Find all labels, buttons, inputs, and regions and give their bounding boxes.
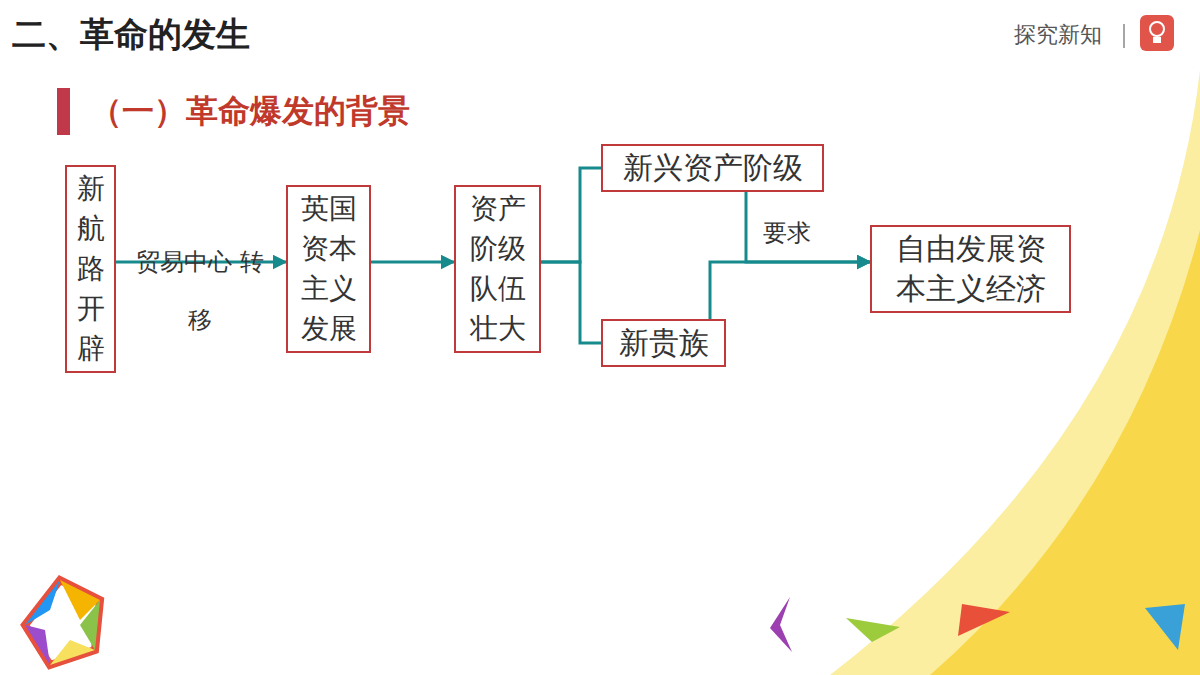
node-label: 新航路开辟 — [67, 169, 114, 369]
node-label: 新贵族 — [619, 323, 709, 363]
subtitle-bar — [57, 88, 70, 135]
header-tag: 探究新知 — [1014, 20, 1102, 50]
bulb-glass — [1150, 22, 1164, 36]
flow-arrow — [710, 262, 870, 319]
bulb-base — [1153, 37, 1161, 43]
flow-arrow — [371, 261, 454, 264]
edge-label: 要求 — [747, 216, 827, 250]
node-label: 自由发展资本主义经济 — [892, 229, 1049, 309]
process-box: 新贵族 — [601, 319, 726, 367]
red-triangle — [958, 604, 1010, 636]
section-subtitle: （一）革命爆发的背景 — [90, 90, 410, 134]
logo-ring — [25, 580, 100, 665]
edge-label: 贸易中心 转移 — [135, 233, 265, 349]
process-box: 资产阶级队伍壮大 — [454, 185, 541, 353]
node-label: 英国资本主义发展 — [288, 189, 369, 349]
flow-arrow — [746, 192, 870, 262]
process-box: 新航路开辟 — [65, 165, 116, 373]
corner-logo — [25, 580, 100, 665]
blue-triangle — [1145, 604, 1185, 650]
node-label: 资产阶级队伍壮大 — [462, 189, 533, 349]
node-label: 新兴资产阶级 — [623, 148, 803, 188]
green-triangle — [846, 618, 900, 642]
purple-triangle — [770, 597, 792, 652]
process-box: 新兴资产阶级 — [601, 144, 824, 192]
logo-piece — [50, 640, 95, 665]
header-divider — [1123, 24, 1125, 48]
logo-piece — [25, 580, 60, 625]
icon-background — [1140, 15, 1174, 51]
logo-piece — [25, 625, 50, 665]
bulb-icon — [1140, 15, 1174, 51]
process-box: 自由发展资本主义经济 — [870, 225, 1071, 313]
slide-title: 二、革命的发生 — [12, 12, 250, 58]
flow-arrow — [541, 262, 601, 343]
flow-arrow — [541, 168, 601, 262]
process-box: 英国资本主义发展 — [286, 185, 371, 353]
logo-piece — [80, 600, 100, 650]
yellow-swoosh — [830, 70, 1200, 675]
